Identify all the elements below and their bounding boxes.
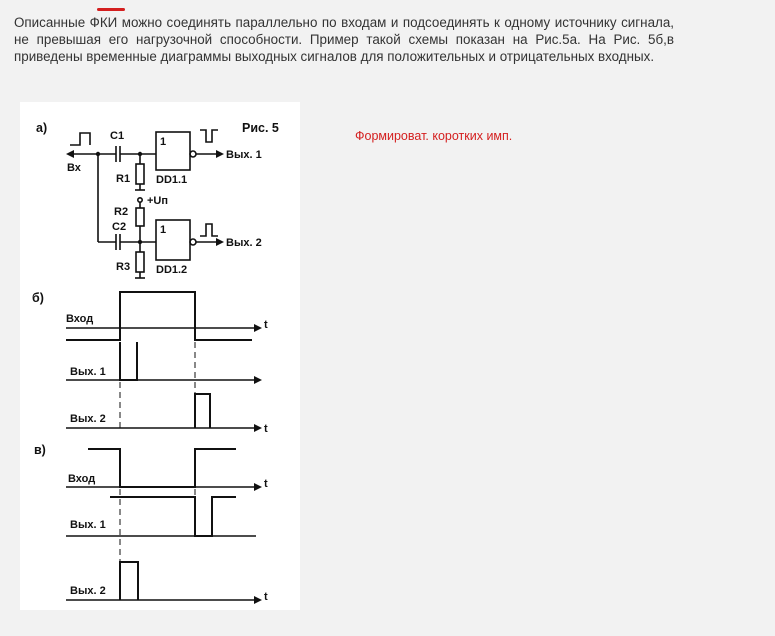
c-out1-trace	[110, 496, 236, 537]
r1-label: R1	[116, 173, 130, 185]
figure-caption-link[interactable]: Формироват. коротких имп.	[355, 129, 513, 143]
section-c-label: в)	[34, 443, 46, 457]
out1-label: Вых. 1	[226, 149, 262, 161]
c-out2-label: Вых. 2	[70, 585, 106, 597]
c2-label: C2	[112, 221, 126, 233]
c-input-label: Вход	[68, 473, 95, 485]
figure-number: Рис. 5	[242, 121, 279, 135]
out1-pulse-symbol	[200, 129, 218, 143]
svg-text:t: t	[264, 478, 268, 490]
dd1-1-label: DD1.1	[156, 174, 187, 186]
b-input-label: Вход	[66, 313, 93, 325]
supply-label: +Uп	[147, 195, 168, 207]
dd1-2-label: DD1.2	[156, 264, 187, 276]
figure-5: а) Рис. 5 Вх C1 R1 1 Вых. 1 DD1.1 +Uп R2…	[20, 102, 300, 610]
b-input-trace	[66, 291, 252, 341]
b-out1-label: Вых. 1	[70, 366, 106, 378]
r3-resistor	[135, 251, 145, 273]
body-paragraph: Описанные ФКИ можно соединять параллельн…	[14, 15, 674, 64]
schematic-and-timing-diagram: а) Рис. 5 Вх C1 R1 1 Вых. 1 DD1.1 +Uп R2…	[32, 121, 279, 604]
c1-label: C1	[110, 130, 124, 142]
svg-text:t: t	[264, 591, 268, 603]
r2-resistor	[135, 207, 145, 227]
input-label: Вх	[67, 162, 82, 174]
b-out2-pulse	[194, 393, 211, 428]
input-pulse-symbol	[70, 132, 91, 146]
svg-text:t: t	[264, 423, 268, 435]
r2-label: R2	[114, 206, 128, 218]
section-a-label: а)	[36, 121, 47, 135]
b-out1-pulse	[119, 342, 138, 381]
gate-dd1-1	[155, 131, 191, 171]
out2-pulse-symbol	[200, 223, 218, 237]
out2-label: Вых. 2	[226, 237, 262, 249]
r3-label: R3	[116, 261, 130, 273]
r1-resistor	[135, 163, 145, 185]
input-arrowhead	[66, 150, 74, 158]
svg-text:t: t	[264, 319, 268, 331]
svg-text:1: 1	[160, 224, 166, 236]
c-input-trace	[88, 448, 236, 488]
header-accent-underline	[97, 8, 125, 11]
c-out1-label: Вых. 1	[70, 519, 106, 531]
section-b-label: б)	[32, 291, 44, 305]
svg-text:1: 1	[160, 136, 166, 148]
b-out2-label: Вых. 2	[70, 413, 106, 425]
c-out2-pulse	[119, 561, 139, 600]
